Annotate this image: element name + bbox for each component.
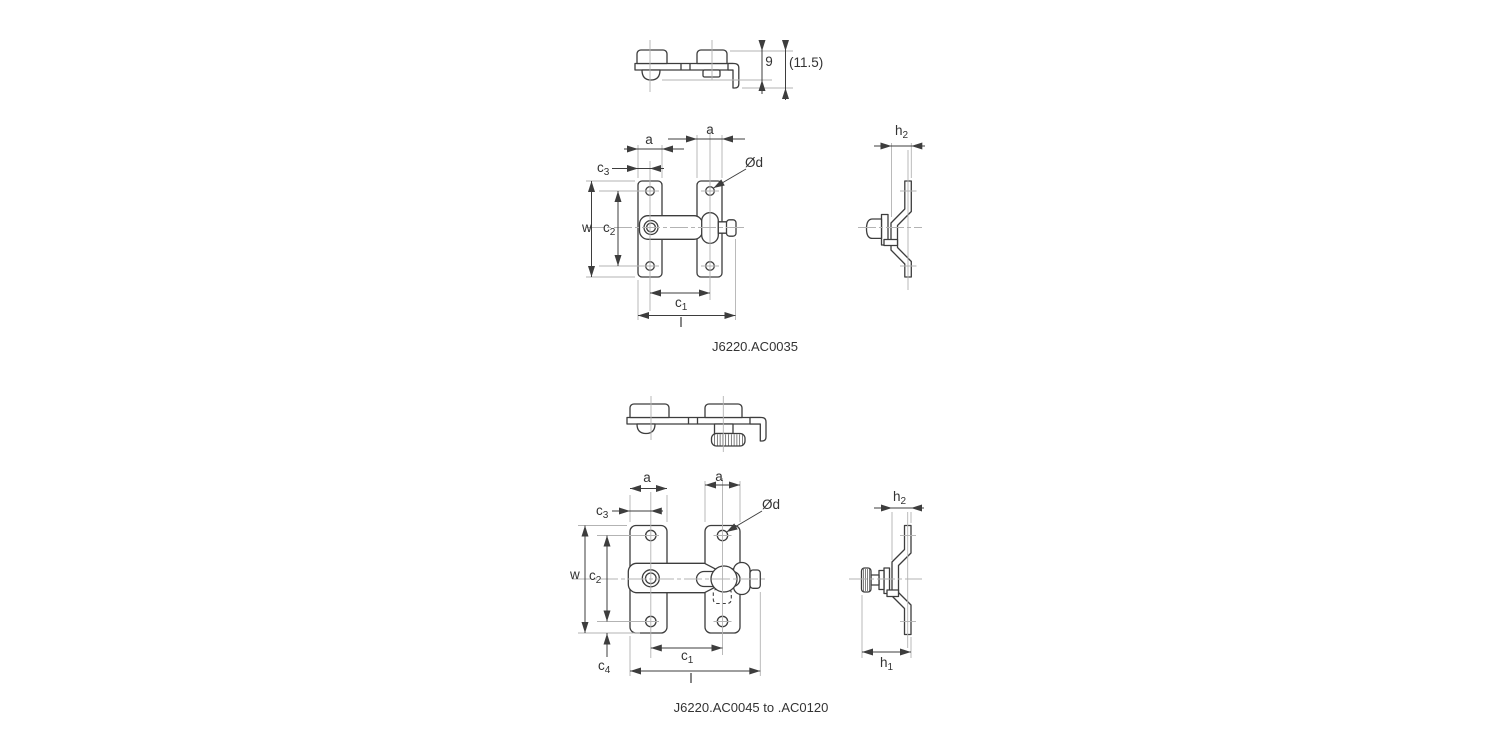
knob-washer (878, 569, 885, 591)
plate-profile (891, 524, 912, 636)
figure2: a a c3 Ød w c2 c4 c1 l (569, 396, 924, 715)
dim-label-length: l (690, 671, 693, 686)
knurl-hatching (863, 569, 870, 591)
part-number-figure2: J6220.AC0045 to .AC0120 (674, 700, 829, 715)
dim-label-length: l (680, 315, 683, 330)
pivot-cap (865, 218, 883, 240)
dim-label-c3: c3 (596, 503, 609, 521)
dim-label-c1: c1 (681, 648, 694, 666)
hook-tab (749, 416, 767, 442)
knurled-knob (860, 567, 872, 593)
dim-label-a-left: a (645, 132, 653, 147)
figure2-plan-view (626, 396, 767, 452)
dim-label-w: w (569, 567, 580, 582)
part-geometry (637, 180, 737, 278)
dimension-lines (862, 504, 924, 656)
figure2-front-view: a a c3 Ød w c2 c4 c1 l (569, 469, 780, 686)
centerlines (649, 40, 713, 92)
plate-profile (890, 180, 912, 278)
dim-label-a-right: a (715, 469, 723, 484)
part-geometry (860, 524, 912, 636)
extension-lines (861, 512, 916, 658)
part-geometry (634, 49, 740, 89)
left-pad (629, 403, 670, 419)
dim-label-c3: c3 (597, 160, 610, 178)
part-geometry (865, 180, 912, 278)
bolt-tip (725, 219, 737, 237)
dim-label-h2: h2 (895, 123, 909, 141)
hook-tab (727, 62, 740, 89)
figure2-side-view: h2 h1 (849, 489, 924, 673)
dim-label-h1: h1 (880, 655, 894, 673)
dim-label-c2: c2 (589, 568, 602, 586)
dim-label-w: w (581, 220, 592, 235)
left-pad (636, 49, 668, 65)
dim-label-a-right: a (706, 122, 714, 137)
dim-label-c1: c1 (675, 295, 688, 313)
centerlines (858, 150, 922, 290)
figure1-side-view: h2 (858, 123, 925, 290)
dim-label-c2: c2 (603, 220, 616, 238)
part-geometry (627, 524, 761, 634)
knob-shaft (870, 574, 880, 586)
rivet-dome (636, 423, 656, 435)
dimension-lines (758, 40, 789, 100)
latch-strip (626, 416, 761, 425)
dim-label-hole-diameter: Ød (762, 497, 780, 512)
dim-label-thickness: 9 (765, 54, 773, 69)
bar-through-slot (883, 238, 899, 247)
dimension-lines (588, 135, 747, 319)
figure1-plan-view: 9 (11.5) (634, 40, 823, 100)
figure1: 9 (11.5) (581, 40, 925, 354)
figure1-front-view: a a c3 Ød w c2 c1 l (581, 122, 763, 330)
dim-label-hole-diameter: Ød (745, 155, 763, 170)
rivet-dome (641, 69, 661, 81)
centerlines (650, 396, 724, 452)
catch-under-strip (702, 69, 721, 78)
part-geometry (626, 403, 767, 447)
dim-label-overall-height: (11.5) (789, 55, 823, 70)
dim-label-a-left: a (643, 470, 651, 485)
dimension-lines (581, 481, 763, 675)
centerlines (586, 131, 744, 311)
part-number-figure1: J6220.AC0035 (712, 339, 798, 354)
dim-label-c4: c4 (598, 658, 611, 676)
dim-label-h2: h2 (893, 489, 907, 507)
bar-through-slot (886, 589, 900, 598)
centerlines (849, 512, 922, 648)
